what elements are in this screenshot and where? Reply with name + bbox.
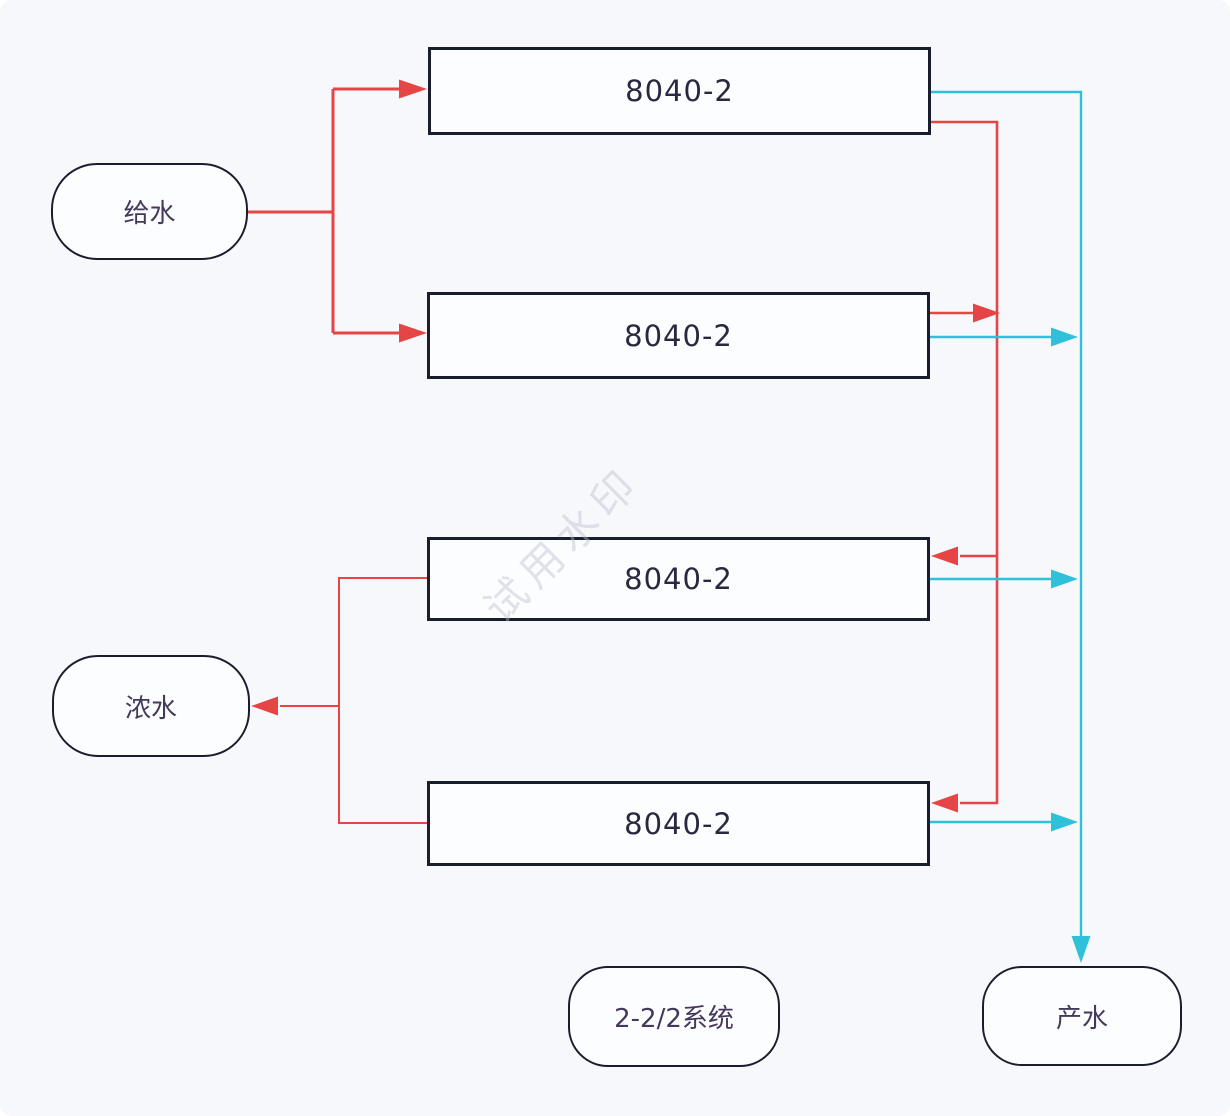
node-membrane-1: 8040-2 — [428, 47, 931, 135]
node-product-water: 产水 — [982, 966, 1182, 1066]
arrowhead-permeate-2 — [1051, 327, 1078, 347]
node-feed-water: 给水 — [51, 163, 248, 260]
permeate-edge-main — [931, 90, 1083, 936]
arrowhead-membrane-2-out — [973, 303, 1000, 323]
concentrate-collector-left — [280, 577, 427, 824]
node-concentrate-water: 浓水 — [52, 655, 250, 757]
concentrate-collector-right — [930, 120, 999, 805]
arrowhead-into-membrane-2 — [399, 323, 427, 343]
arrowhead-into-membrane-3 — [931, 546, 958, 566]
arrowhead-permeate-4 — [1051, 812, 1078, 832]
node-system-label: 2-2/2系统 — [568, 966, 780, 1067]
arrowhead-into-product-node — [1071, 936, 1091, 963]
node-membrane-2: 8040-2 — [427, 292, 930, 379]
arrowhead-permeate-3 — [1051, 569, 1078, 589]
node-membrane-4: 8040-2 — [427, 781, 930, 866]
node-membrane-3: 8040-2 — [427, 537, 930, 621]
arrowhead-into-membrane-4 — [931, 793, 958, 813]
arrowhead-into-membrane-1 — [399, 79, 427, 99]
arrowhead-into-concentrate-node — [251, 696, 278, 716]
feed-edge-main — [248, 87, 400, 335]
